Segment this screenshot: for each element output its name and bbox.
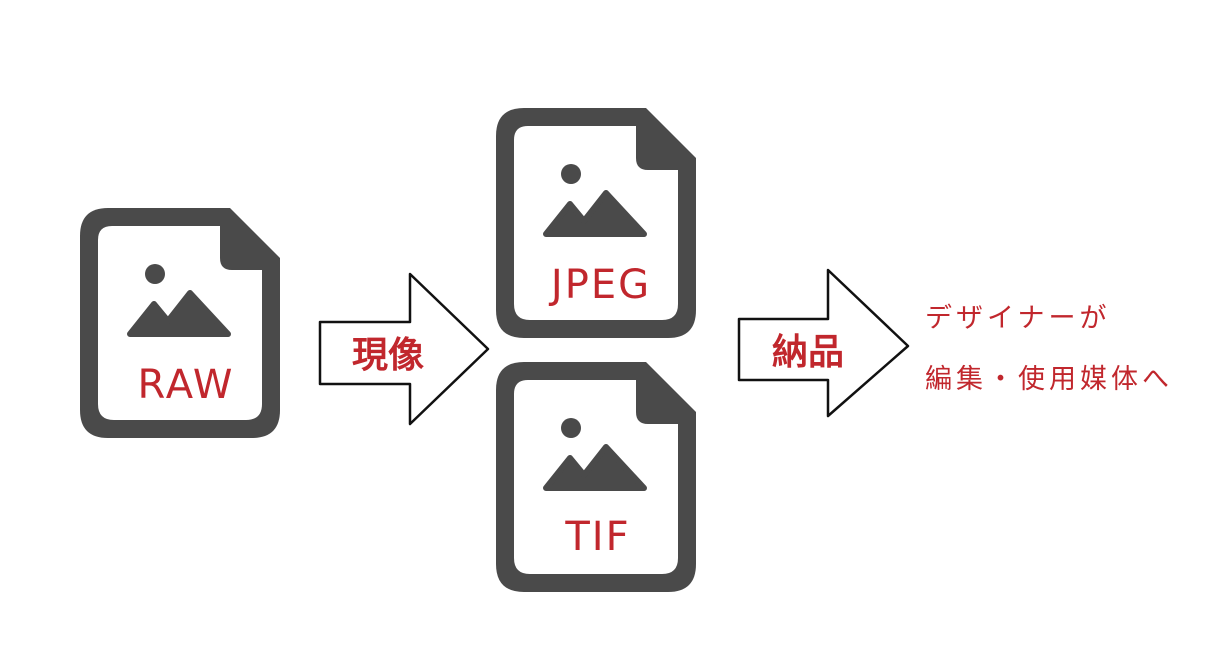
note-line-1: デザイナーが (925, 303, 1111, 334)
develop-arrow: 現像 (318, 272, 490, 426)
jpeg-file-label: JPEG (548, 262, 651, 308)
tif-file: TIF (496, 362, 696, 592)
deliver-arrow-label: 納品 (772, 332, 844, 373)
raw-file-label: RAW (138, 362, 235, 408)
deliver-arrow: 納品 (737, 268, 910, 418)
jpeg-file: JPEG (496, 108, 696, 338)
develop-arrow-label: 現像 (352, 335, 424, 376)
raw-file: RAW (80, 208, 280, 438)
tif-file-label: TIF (564, 514, 630, 560)
note-line-2: 編集・使用媒体へ (925, 364, 1173, 395)
